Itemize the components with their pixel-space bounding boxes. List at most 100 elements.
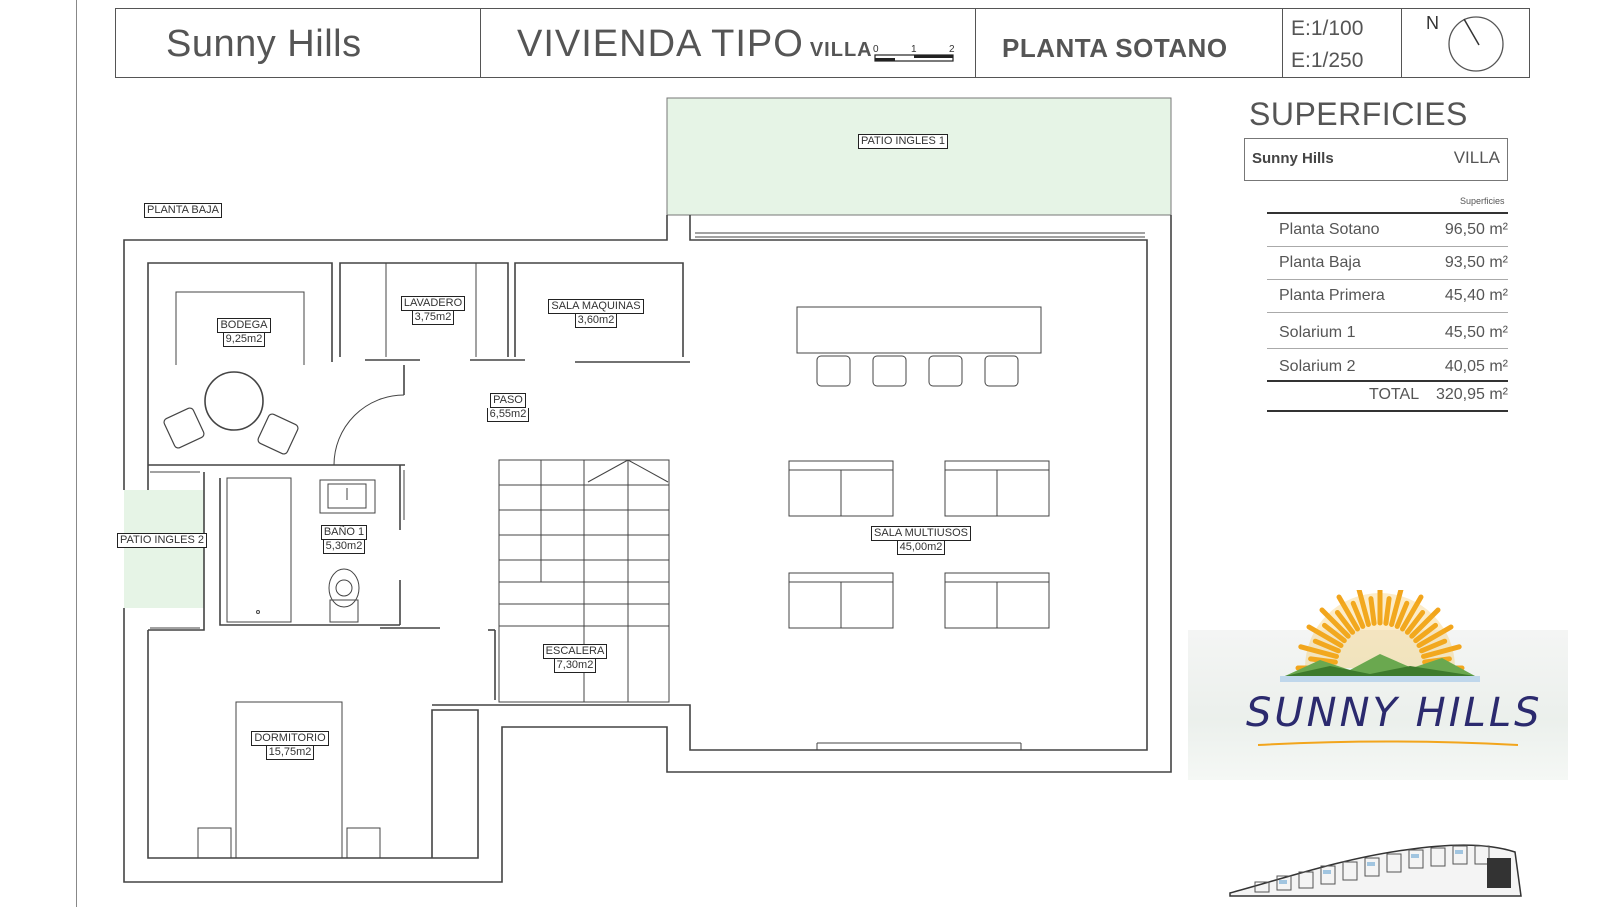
sun-ray bbox=[1413, 622, 1438, 644]
graphic-scale-bar: 0 1 2 bbox=[873, 44, 955, 62]
room-area: 15,75m2 bbox=[265, 746, 315, 760]
room-label-sala-multiusos: SALA MULTIUSOS 45,00m2 bbox=[864, 526, 978, 555]
superficies-top-rule bbox=[1267, 212, 1508, 214]
north-letter: N bbox=[1426, 13, 1439, 33]
superficies-total-row: TOTAL 320,95 m² bbox=[1267, 382, 1508, 410]
room-name: BODEGA bbox=[217, 318, 271, 333]
superficies-bottom-rule bbox=[1267, 410, 1508, 412]
room-label-sala-maquinas: SALA MAQUINAS 3,60m2 bbox=[543, 299, 649, 328]
superficies-row-value: 45,50 m² bbox=[1444, 324, 1508, 341]
floor-cell: PLANTA SOTANO bbox=[976, 9, 1283, 77]
scale-primary: E:1/100 bbox=[1291, 17, 1364, 40]
scale-tick-2: 2 bbox=[949, 44, 955, 55]
room-name: LAVADERO bbox=[400, 296, 466, 311]
sun-ray bbox=[1416, 624, 1454, 648]
patio-ingles-1-area bbox=[666, 97, 1172, 216]
room-name: SALA MULTIUSOS bbox=[871, 526, 971, 541]
room-name: BAÑO 1 bbox=[320, 525, 368, 540]
superficies-row: Planta Baja 93,50 m² bbox=[1267, 247, 1508, 280]
superficies-row: Planta Sotano 96,50 m² bbox=[1267, 214, 1508, 247]
sun-ray bbox=[1389, 590, 1404, 627]
scale-tick-1: 1 bbox=[911, 44, 917, 55]
north-arrow-icon: N bbox=[1426, 13, 1504, 72]
superficies-row-label: Solarium 2 bbox=[1279, 358, 1356, 375]
superficies-project-name: Sunny Hills bbox=[1252, 150, 1334, 167]
superficies-total-value: 320,95 m² bbox=[1435, 386, 1508, 403]
patio-ingles-2-label: PATIO INGLES 2 bbox=[117, 533, 207, 548]
room-name: SALA MAQUINAS bbox=[548, 299, 644, 314]
room-label-lavadero: LAVADERO 3,75m2 bbox=[398, 296, 468, 325]
sun-ray bbox=[1334, 610, 1356, 635]
floor-name: PLANTA SOTANO bbox=[1002, 33, 1228, 63]
scale-tick-0: 0 bbox=[873, 44, 879, 55]
superficies-row-label: Solarium 1 bbox=[1279, 324, 1356, 341]
project-cell: Sunny Hills bbox=[116, 9, 481, 77]
patio-ingles-2-area bbox=[124, 490, 204, 608]
room-area: 6,55m2 bbox=[486, 408, 530, 422]
room-name: ESCALERA bbox=[542, 644, 608, 659]
superficies-row-value: 40,05 m² bbox=[1444, 358, 1508, 375]
superficies-row-value: 93,50 m² bbox=[1444, 254, 1508, 271]
room-label-escalera: ESCALERA 7,30m2 bbox=[538, 644, 612, 673]
room-area: 3,75m2 bbox=[411, 311, 455, 325]
planta-baja-label: PLANTA BAJA bbox=[144, 203, 222, 218]
sun-ray bbox=[1312, 638, 1341, 654]
sun-ray bbox=[1419, 638, 1448, 654]
room-area: 5,30m2 bbox=[322, 540, 366, 554]
superficies-column-header: Superficies bbox=[1460, 196, 1505, 206]
left-margin-line bbox=[76, 0, 77, 907]
superficies-title: SUPERFICIES bbox=[1249, 96, 1468, 132]
logo-background-photo bbox=[1188, 630, 1568, 780]
sun-ray bbox=[1400, 594, 1424, 632]
sun-ray bbox=[1298, 644, 1339, 659]
sun-ray bbox=[1306, 624, 1344, 648]
scale-secondary: E:1/250 bbox=[1291, 49, 1364, 72]
superficies-row-label: Planta Sotano bbox=[1279, 221, 1380, 238]
room-label-bano: BAÑO 1 5,30m2 bbox=[314, 525, 374, 554]
room-area: 45,00m2 bbox=[896, 541, 946, 555]
sun-ray bbox=[1383, 596, 1392, 626]
sun-ray bbox=[1350, 600, 1366, 629]
superficies-row-label: Planta Baja bbox=[1279, 254, 1361, 271]
patio-ingles-1-label: PATIO INGLES 1 bbox=[858, 134, 948, 149]
site-location-minimap bbox=[1229, 844, 1522, 897]
sun-ray bbox=[1404, 610, 1426, 635]
superficies-project-type: VILLA bbox=[1453, 148, 1500, 167]
superficies-row: Solarium 1 45,50 m² bbox=[1267, 313, 1508, 349]
superficies-total-label: TOTAL bbox=[1369, 386, 1420, 403]
scale-cell: E:1/100 E:1/250 bbox=[1283, 9, 1402, 77]
superficies-row: Planta Primera 45,40 m² bbox=[1267, 280, 1508, 313]
room-label-dormitorio: DORMITORIO 15,75m2 bbox=[250, 731, 330, 760]
sunny-hills-logo: SUNNY HILLS bbox=[1188, 590, 1568, 780]
superficies-row-value: 45,40 m² bbox=[1444, 287, 1508, 304]
sun-ray bbox=[1308, 656, 1338, 665]
superficies-row: Solarium 2 40,05 m² bbox=[1267, 349, 1508, 382]
north-cell: N bbox=[1402, 9, 1529, 77]
room-area: 7,30m2 bbox=[553, 659, 597, 673]
vivienda-type: VILLA bbox=[809, 39, 873, 61]
sun-ray bbox=[1421, 644, 1462, 659]
room-label-bodega: BODEGA 9,25m2 bbox=[214, 318, 274, 347]
sun-ray bbox=[1409, 607, 1441, 639]
superficies-row-label: Planta Primera bbox=[1279, 287, 1385, 304]
superficies-project-box: Sunny Hills VILLA bbox=[1244, 138, 1508, 181]
room-name: PASO bbox=[490, 393, 526, 408]
room-label-paso: PASO 6,55m2 bbox=[478, 393, 538, 422]
logo-text: SUNNY HILLS bbox=[1246, 690, 1543, 736]
vivienda-title-text: VIVIENDA TIPO bbox=[517, 23, 804, 65]
room-name: DORMITORIO bbox=[251, 731, 329, 746]
project-name: Sunny Hills bbox=[166, 23, 362, 65]
sun-ray bbox=[1356, 590, 1371, 627]
sun-ray bbox=[1322, 622, 1347, 644]
sun-icon bbox=[1280, 590, 1480, 682]
sun-ray bbox=[1368, 596, 1377, 626]
sun-ray bbox=[1336, 594, 1360, 632]
superficies-row-value: 96,50 m² bbox=[1444, 221, 1508, 238]
room-area: 3,60m2 bbox=[574, 314, 618, 328]
logo-underline bbox=[1258, 740, 1518, 746]
sun-ray bbox=[1394, 600, 1410, 629]
